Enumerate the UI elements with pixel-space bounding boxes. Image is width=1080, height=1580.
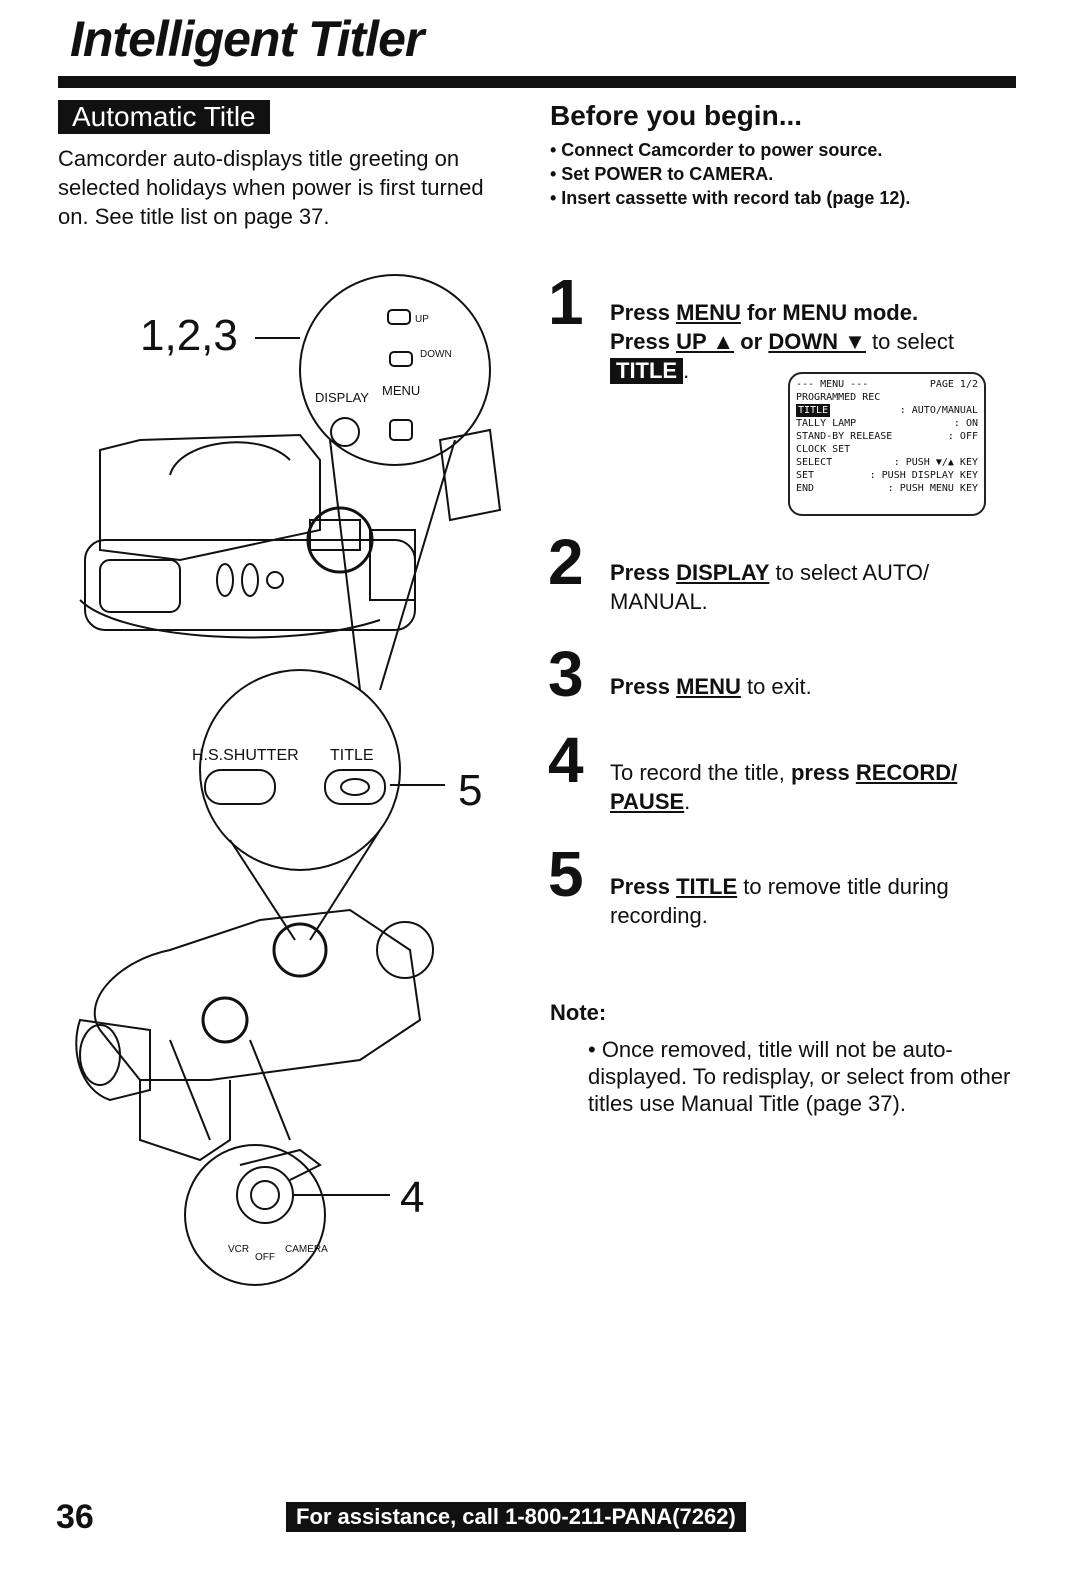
magnifier-circle-top bbox=[299, 274, 491, 466]
step-4-number: 4 bbox=[548, 724, 584, 796]
magnifier-circle-bottom bbox=[184, 1144, 326, 1286]
step-5-text: Press TITLE to remove title during recor… bbox=[610, 874, 949, 928]
page-title: Intelligent Titler bbox=[70, 11, 424, 67]
step-2-number: 2 bbox=[548, 526, 584, 598]
hs-shutter-label: H.S.SHUTTER bbox=[192, 747, 299, 764]
step-5-number: 5 bbox=[548, 838, 584, 910]
display-label: DISPLAY bbox=[315, 390, 369, 405]
step-3-number: 3 bbox=[548, 638, 584, 710]
step-1-number: 1 bbox=[548, 266, 584, 338]
menu-label: MENU bbox=[382, 383, 420, 398]
step-1-text: Press MENU for MENU mode. Press UP ▲ or … bbox=[610, 300, 954, 384]
callout-5: 5 bbox=[458, 766, 482, 815]
page-number: 36 bbox=[56, 1498, 94, 1536]
list-item: • Connect Camcorder to power source. bbox=[550, 140, 883, 160]
step-2-text: Press DISPLAY to select AUTO/ MANUAL. bbox=[610, 560, 930, 614]
magnifier-circle-middle bbox=[199, 669, 401, 871]
before-you-begin-list: • Connect Camcorder to power source. • S… bbox=[550, 138, 1020, 210]
step-4-text: To record the title, press RECORD/ PAUSE… bbox=[610, 760, 958, 814]
assistance-banner: For assistance, call 1-800-211-PANA(7262… bbox=[286, 1502, 746, 1532]
note-text: • Once removed, title will not be auto-d… bbox=[588, 1037, 1011, 1116]
title-badge: TITLE bbox=[610, 358, 684, 384]
off-label: OFF bbox=[255, 1252, 275, 1263]
up-label: UP bbox=[415, 314, 429, 325]
camera-label: CAMERA bbox=[285, 1244, 328, 1255]
camcorder-illustration: UP DOWN DISPLAY MENU H.S.SHUTTER TITLE V… bbox=[75, 274, 502, 1286]
before-you-begin-heading: Before you begin... bbox=[550, 100, 803, 131]
vcr-label: VCR bbox=[228, 1244, 249, 1255]
list-item: • Set POWER to CAMERA. bbox=[550, 164, 774, 184]
callout-4: 4 bbox=[400, 1173, 424, 1222]
title-button-label: TITLE bbox=[330, 747, 374, 764]
callout-1-2-3: 1,2,3 bbox=[140, 311, 238, 360]
step-3-text: Press MENU to exit. bbox=[610, 674, 812, 699]
note-heading: Note: bbox=[550, 1000, 607, 1025]
down-label: DOWN bbox=[420, 349, 452, 360]
title-rule bbox=[58, 76, 1016, 88]
menu-screen: --- MENU ---PAGE 1/2 PROGRAMMED REC TITL… bbox=[788, 372, 986, 516]
list-item: • Insert cassette with record tab (page … bbox=[550, 188, 911, 208]
section-badge: Automatic Title bbox=[58, 100, 270, 134]
intro-text: Camcorder auto-displays title greeting o… bbox=[58, 146, 484, 229]
